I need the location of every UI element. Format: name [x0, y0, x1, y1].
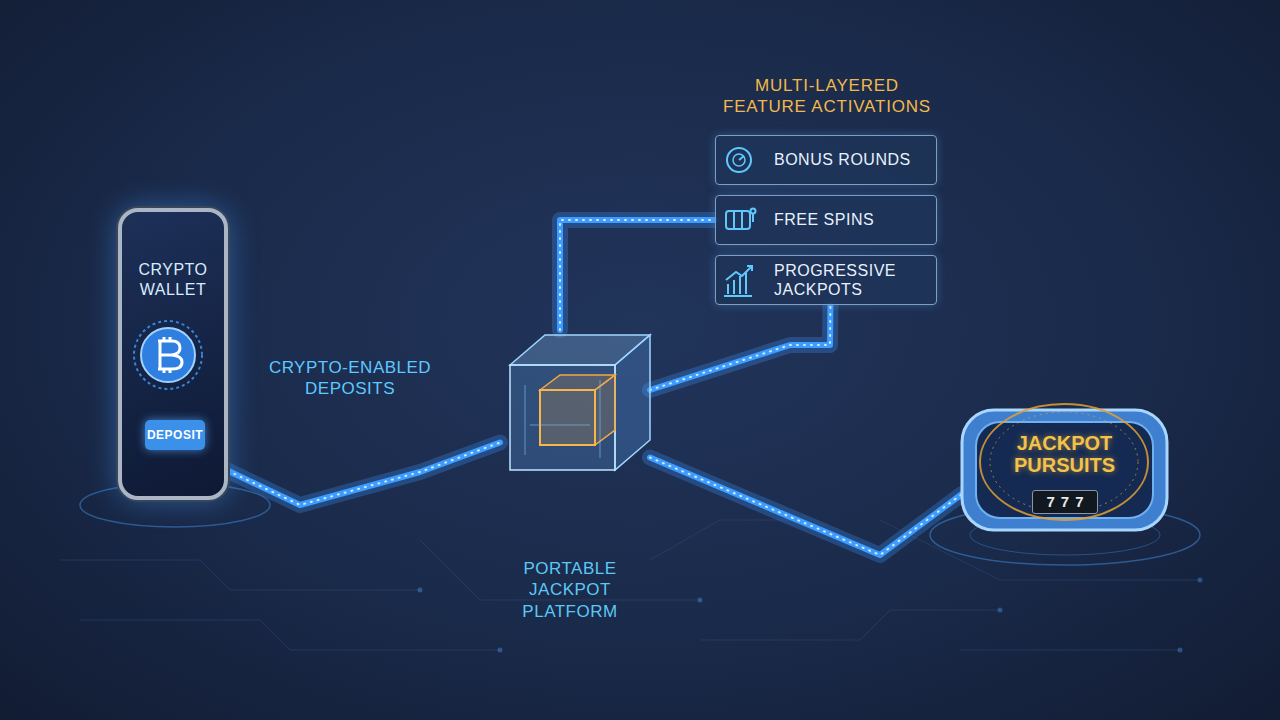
button-text: DEPOSIT [147, 428, 203, 442]
wallet-title: CRYPTO WALLET [126, 260, 220, 300]
feature-box: FREE SPINS [715, 195, 937, 245]
feature-box: BONUS ROUNDS [715, 135, 937, 185]
flow-connector [228, 443, 500, 506]
reel-digits: 777 [1032, 490, 1098, 514]
platform-label: PORTABLE JACKPOT PLATFORM [510, 558, 630, 622]
jackpot-machine: JACKPOT PURSUITS 777 [962, 410, 1167, 530]
machine-title: JACKPOT PURSUITS [992, 432, 1137, 476]
cube-shape [500, 330, 650, 480]
feature-text: PROGRESSIVE JACKPOTS [774, 261, 928, 299]
flow-connector [650, 458, 962, 556]
feature-text: FREE SPINS [774, 210, 874, 229]
feature-text: BONUS ROUNDS [774, 150, 911, 169]
deposit-button: DEPOSIT [145, 420, 205, 450]
section-heading: MULTI-LAYERED FEATURE ACTIVATIONS [712, 75, 942, 118]
edge-label: CRYPTO-ENABLED DEPOSITS [250, 357, 450, 400]
feature-box: PROGRESSIVE JACKPOTS [715, 255, 937, 305]
flow-connector [650, 305, 830, 390]
phone-wallet: CRYPTO WALLET DEPOSIT [118, 208, 228, 500]
platform-cube: PORTABLE JACKPOT PLATFORM [500, 330, 650, 480]
flow-connector [560, 220, 715, 330]
